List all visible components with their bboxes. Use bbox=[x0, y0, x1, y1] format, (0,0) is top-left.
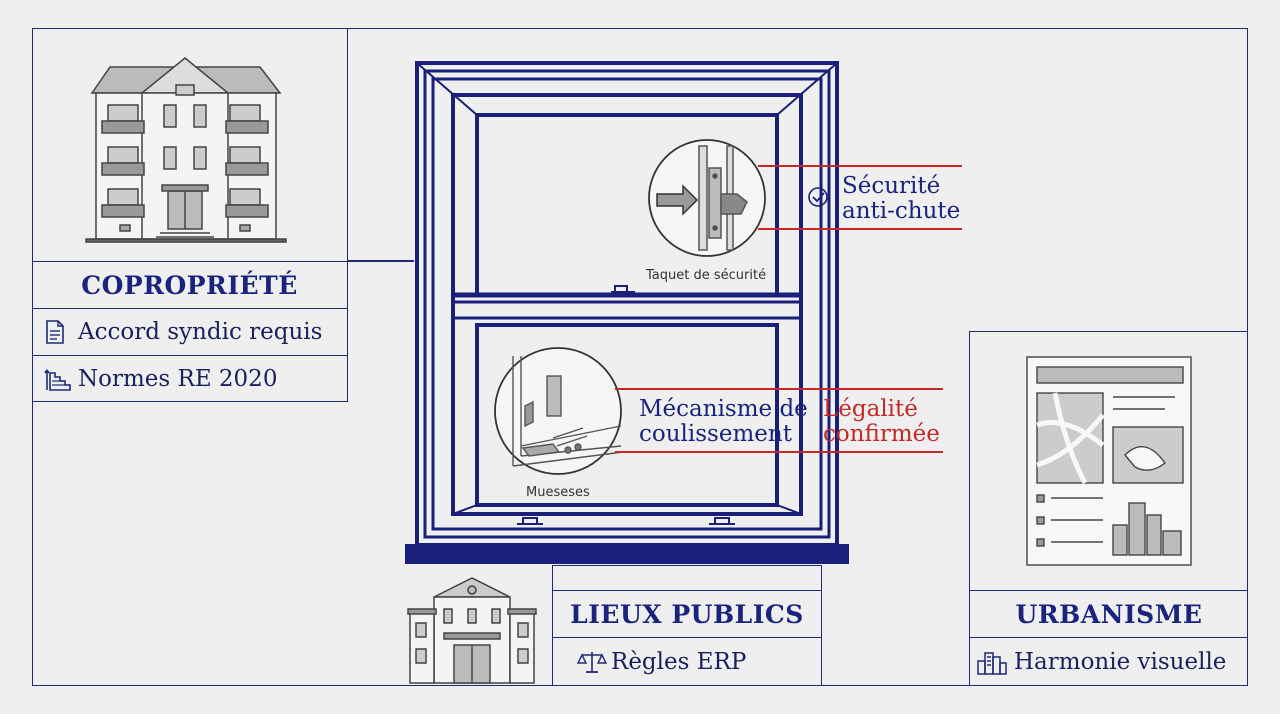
urbanisme-title-text: URBANISME bbox=[1015, 599, 1203, 629]
callout-line-top-1 bbox=[758, 165, 962, 167]
accord-syndic-label: Accord syndic requis bbox=[78, 319, 323, 345]
stairs-chart-icon bbox=[44, 366, 71, 392]
legalite-line1: Légalité bbox=[823, 396, 918, 422]
securite-line1: Sécurité bbox=[842, 173, 941, 199]
taquet-label: Taquet de sécurité bbox=[646, 268, 767, 283]
public-building-illustration bbox=[407, 577, 537, 684]
harmonie-visuelle-row: Harmonie visuelle bbox=[969, 638, 1248, 686]
mecanisme-line1: Mécanisme de bbox=[639, 396, 808, 422]
latch-detail-circle bbox=[648, 139, 766, 257]
normes-re2020-label: Normes RE 2020 bbox=[78, 365, 278, 392]
mechanism-detail-circle bbox=[494, 347, 624, 475]
harmonie-visuelle-label: Harmonie visuelle bbox=[1014, 649, 1227, 675]
normes-re2020-row: Normes RE 2020 bbox=[32, 356, 348, 402]
urbanisme-panel bbox=[969, 331, 1248, 686]
apartment-building-illustration bbox=[85, 57, 287, 243]
check-circle-icon bbox=[807, 186, 829, 212]
city-icon bbox=[976, 649, 1008, 675]
mecanisme-line2: coulissement bbox=[639, 421, 792, 447]
copropriete-title: COPROPRIÉTÉ bbox=[32, 261, 348, 309]
sash-window-illustration bbox=[405, 61, 849, 564]
callout-line-mid-1 bbox=[615, 388, 943, 390]
lieux-publics-title: LIEUX PUBLICS bbox=[552, 590, 822, 638]
regles-erp-row: Règles ERP bbox=[552, 638, 822, 686]
callout-line-top-2 bbox=[758, 228, 962, 230]
regles-erp-label: Règles ERP bbox=[611, 649, 747, 675]
mecanisme-callout: Mécanisme de coulissement bbox=[639, 397, 808, 447]
lieux-publics-title-text: LIEUX PUBLICS bbox=[570, 599, 804, 629]
legalite-line2: confirmée bbox=[823, 421, 940, 447]
copropriete-title-text: COPROPRIÉTÉ bbox=[81, 270, 298, 300]
securite-callout: Sécurité anti-chute bbox=[842, 174, 960, 224]
callout-line-mid-2 bbox=[615, 451, 943, 453]
mueseses-label: Mueseses bbox=[526, 485, 590, 500]
connector-line bbox=[348, 260, 414, 262]
scales-icon bbox=[576, 649, 608, 675]
document-icon bbox=[44, 319, 70, 345]
legalite-callout: Légalité confirmée bbox=[823, 397, 940, 447]
accord-syndic-row: Accord syndic requis bbox=[32, 309, 348, 356]
outer-frame bbox=[32, 28, 1248, 686]
urbanisme-title: URBANISME bbox=[969, 590, 1248, 638]
securite-line2: anti-chute bbox=[842, 198, 961, 224]
urban-plan-document-illustration bbox=[1026, 356, 1192, 566]
